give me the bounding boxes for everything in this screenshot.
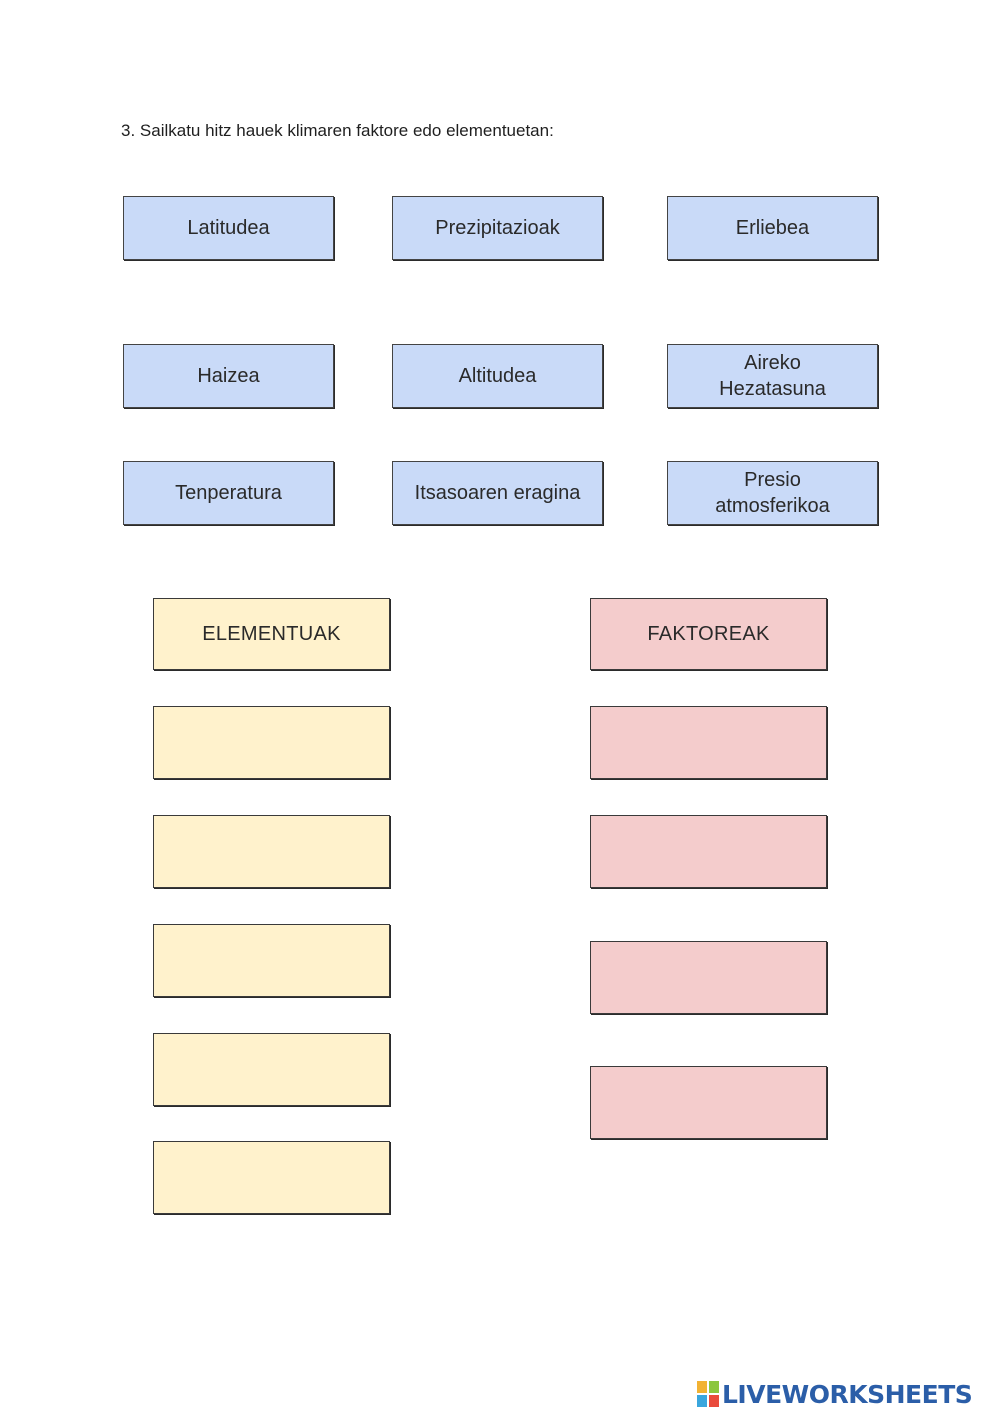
word-card-tenperatura[interactable]: Tenperatura [123,461,334,525]
word-label: Haizea [197,365,260,387]
liveworksheets-brand: LIVEWORKSHEETS [697,1378,973,1410]
elements-drop-slot-2[interactable] [153,815,390,888]
word-card-haizea[interactable]: Haizea [123,344,334,408]
instruction-text: 3. Sailkatu hitz hauek klimaren faktore … [121,121,554,140]
word-card-erliebea[interactable]: Erliebea [667,196,878,260]
word-card-itsasoaren-eragina[interactable]: Itsasoaren eragina [392,461,603,525]
word-label: Aireko Hezatasuna [719,352,826,400]
elements-drop-slot-5[interactable] [153,1141,390,1214]
word-label: Itsasoaren eragina [414,482,581,504]
word-card-prezipitazioak[interactable]: Prezipitazioak [392,196,603,260]
word-label: Tenperatura [175,482,282,504]
word-label: Altitudea [458,365,537,387]
factors-drop-slot-3[interactable] [590,941,827,1014]
elements-drop-slot-4[interactable] [153,1033,390,1106]
word-label: Prezipitazioak [435,217,560,239]
elements-drop-slot-1[interactable] [153,706,390,779]
word-label: Presio atmosferikoa [715,469,830,517]
word-label: Erliebea [735,217,810,239]
word-card-presio-atmosferikoa[interactable]: Presio atmosferikoa [667,461,878,525]
word-card-altitudea[interactable]: Altitudea [392,344,603,408]
word-card-latitudea[interactable]: Latitudea [123,196,334,260]
elements-column-header: ELEMENTUAK [153,598,390,670]
liveworksheets-logo-icon [697,1381,719,1407]
word-label: Latitudea [187,217,270,239]
factors-column-header: FAKTOREAK [590,598,827,670]
brand-text: LIVEWORKSHEETS [722,1379,973,1409]
factors-drop-slot-1[interactable] [590,706,827,779]
factors-drop-slot-4[interactable] [590,1066,827,1139]
factors-drop-slot-2[interactable] [590,815,827,888]
word-card-aireko-hezatasuna[interactable]: Aireko Hezatasuna [667,344,878,408]
elements-drop-slot-3[interactable] [153,924,390,997]
